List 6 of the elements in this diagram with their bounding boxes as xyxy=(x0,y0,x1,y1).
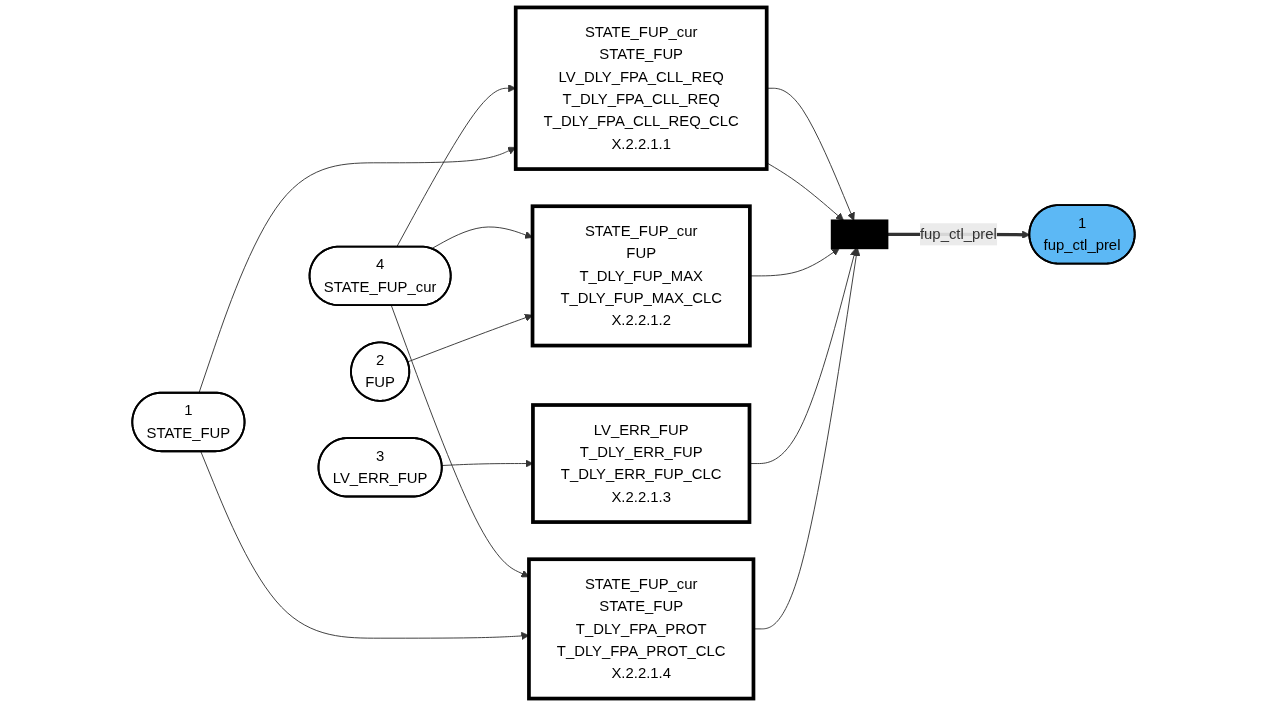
node-bar xyxy=(830,219,889,250)
node-box: STATE_FUP_cur STATE_FUP LV_DLY_FPA_CLL_REQ T_DLY_FPA_CLL_REQ T_DLY_FPA_CLL_REQ_CLC X.2.2.1.1 xyxy=(513,5,769,171)
node-box: LV_ERR_FUP T_DLY_ERR_FUP T_DLY_ERR_FUP_CLC X.2.2.1.3 xyxy=(531,403,752,524)
node-box: STATE_FUP_cur FUP T_DLY_FUP_MAX T_DLY_FUP_MAX_CLC X.2.2.1.2 xyxy=(530,204,752,348)
edge-label: fup_ctl_prel xyxy=(919,225,997,242)
node-box: STATE_FUP_cur STATE_FUP T_DLY_FPA_PROT T_DLY_FPA_PROT_CLC X.2.2.1.4 xyxy=(527,557,756,701)
